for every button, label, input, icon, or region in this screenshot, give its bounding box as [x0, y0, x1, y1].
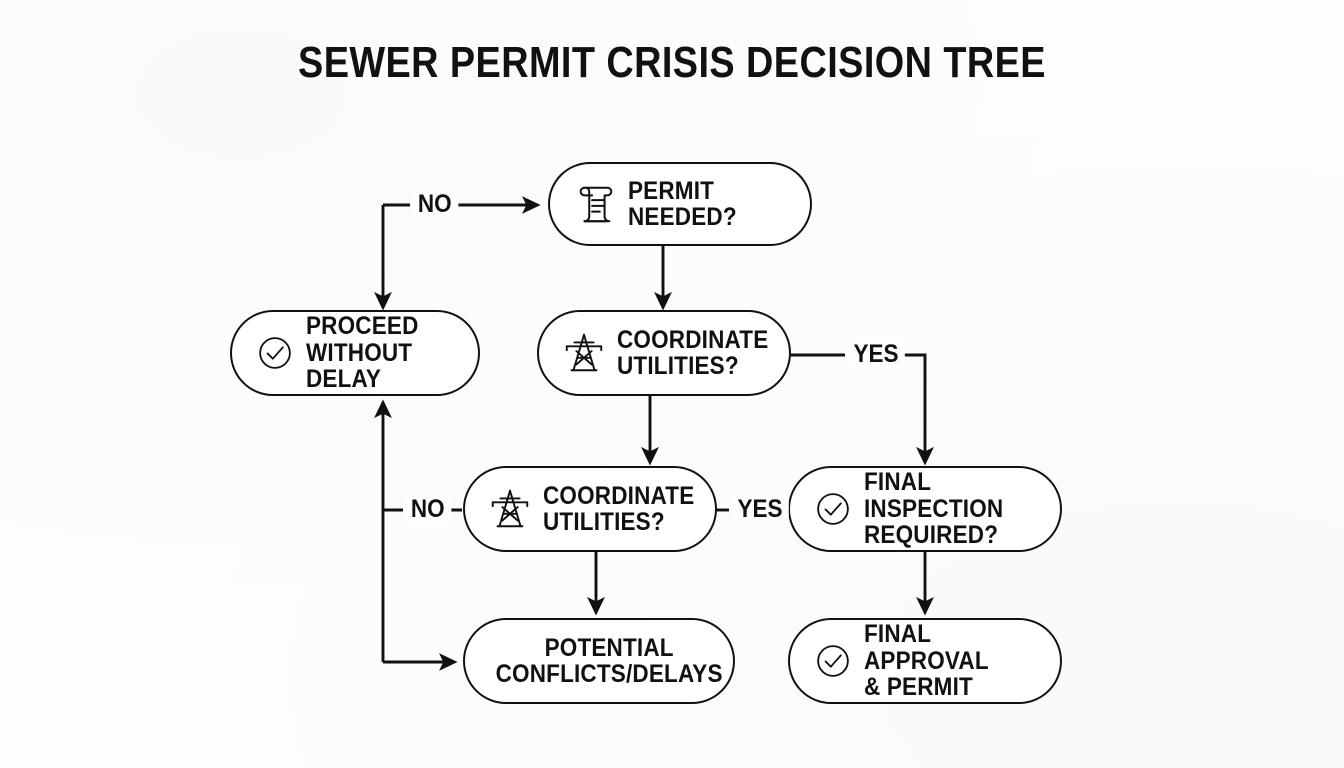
edge-label-no-top: NO [411, 190, 458, 219]
edge-label-yes-upper: YES [847, 340, 905, 369]
node-potential-conflicts-delays[interactable]: POTENTIAL CONFLICTS/DELAYS [463, 618, 735, 704]
power-pylon-icon [561, 330, 607, 376]
node-label: PROCEED WITHOUT DELAY [306, 312, 419, 394]
power-pylon-icon [487, 486, 533, 532]
node-permit-needed[interactable]: PERMIT NEEDED? [548, 162, 812, 246]
scroll-document-icon [572, 181, 618, 227]
node-coordinate-utilities-upper[interactable]: COORDINATE UTILITIES? [537, 310, 791, 396]
check-circle-icon [812, 488, 854, 530]
node-final-approval-permit[interactable]: FINAL APPROVAL & PERMIT [788, 618, 1062, 704]
node-coordinate-utilities-lower[interactable]: COORDINATE UTILITIES? [463, 466, 717, 552]
node-label: PERMIT NEEDED? [628, 176, 737, 231]
node-final-inspection-required[interactable]: FINAL INSPECTION REQUIRED? [788, 466, 1062, 552]
check-circle-icon [254, 332, 296, 374]
node-label: FINAL INSPECTION REQUIRED? [864, 468, 1004, 550]
check-circle-icon [812, 640, 854, 682]
node-label: COORDINATE UTILITIES? [617, 325, 769, 380]
page-title: SEWER PERMIT CRISIS DECISION TREE [298, 38, 1046, 87]
node-proceed-without-delay[interactable]: PROCEED WITHOUT DELAY [230, 310, 480, 396]
node-label: POTENTIAL CONFLICTS/DELAYS [495, 633, 723, 688]
edge-label-yes-lower: YES [731, 495, 789, 524]
node-label: FINAL APPROVAL & PERMIT [864, 620, 989, 702]
edge-label-no-lower: NO [404, 495, 451, 524]
node-label: COORDINATE UTILITIES? [543, 481, 695, 536]
edge-yes-upper-to-final-inspection [898, 353, 934, 466]
